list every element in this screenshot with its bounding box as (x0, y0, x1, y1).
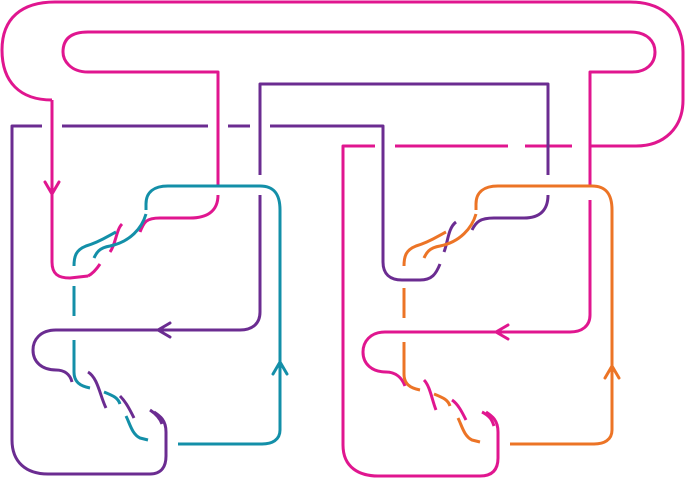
teal-vertical-dash-b (72, 340, 91, 390)
orange-strand (402, 184, 614, 446)
magenta-left-crossing-a (138, 194, 220, 233)
purple-outer-left (10, 124, 168, 476)
teal-strand (72, 184, 282, 446)
purple-top-segment-c (270, 124, 442, 282)
purple-strand (10, 82, 550, 476)
magenta-right-inner (500, 200, 592, 334)
magenta-right-outer-left (341, 144, 500, 478)
purple-left-cross-a (87, 370, 108, 409)
orange-crossing-a (422, 213, 478, 259)
magenta-inner-loop (61, 30, 657, 185)
purple-inner-loop (258, 82, 550, 175)
magenta-right-cross-c (481, 410, 496, 427)
magenta-left-crossing-b (108, 222, 124, 253)
arrow-markers (43, 180, 621, 380)
magenta-right-cross-a (422, 378, 438, 411)
arrow-left-icon (494, 323, 510, 341)
teal-lower-cross-a (103, 390, 122, 405)
arrow-left-icon (156, 321, 172, 339)
teal-crossing-a (92, 213, 148, 259)
purple-left-cross-b (118, 394, 136, 419)
magenta-left-crossing-c (87, 263, 102, 278)
purple-left-inner (160, 195, 262, 332)
teal-crossing-b (72, 230, 117, 267)
purple-left-cross-c (149, 408, 164, 425)
magenta-outer-loop (0, 0, 685, 148)
orange-crossing-b (402, 230, 447, 267)
orange-lower-cross-b (456, 417, 481, 444)
orange-vertical-dash-b (402, 342, 421, 392)
teal-lower-cross-b (124, 415, 149, 442)
teal-top-loop (144, 184, 282, 446)
purple-right-crossing (470, 194, 550, 231)
purple-left-arrow-lead (31, 328, 160, 383)
magenta-right-arrow-lead (361, 330, 500, 387)
arrow-up-icon (271, 360, 289, 376)
magenta-right-cross-b (451, 398, 468, 421)
orange-top-loop (474, 184, 614, 446)
arrow-up-icon (603, 364, 621, 380)
purple-right-crossing-b (442, 220, 458, 253)
magenta-left-drop (50, 100, 89, 280)
arrow-down-icon (43, 180, 61, 196)
orange-lower-cross-a (433, 392, 452, 407)
